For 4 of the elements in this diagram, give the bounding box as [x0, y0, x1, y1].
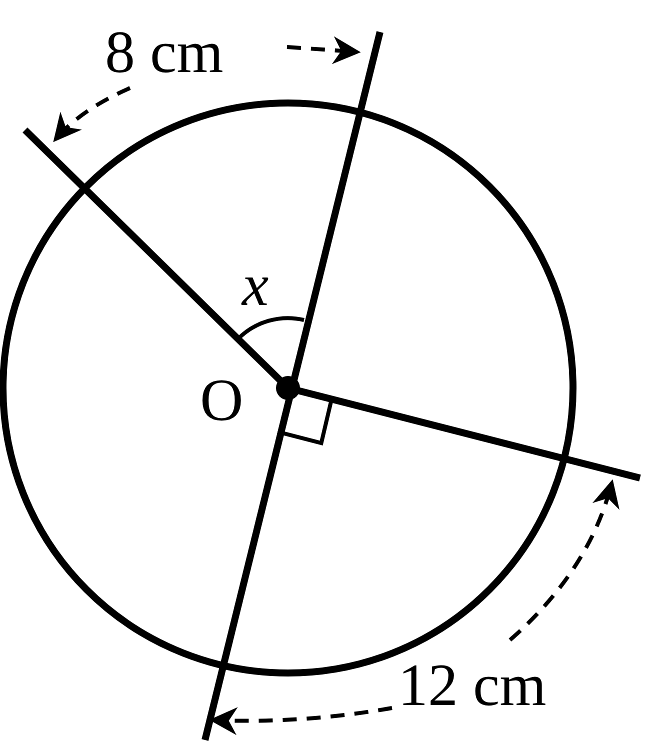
dimension-label: 12 cm: [398, 655, 546, 715]
point-label: O: [200, 370, 244, 430]
dimension-label: 8 cm: [105, 22, 224, 82]
angle-label: x: [242, 255, 269, 315]
